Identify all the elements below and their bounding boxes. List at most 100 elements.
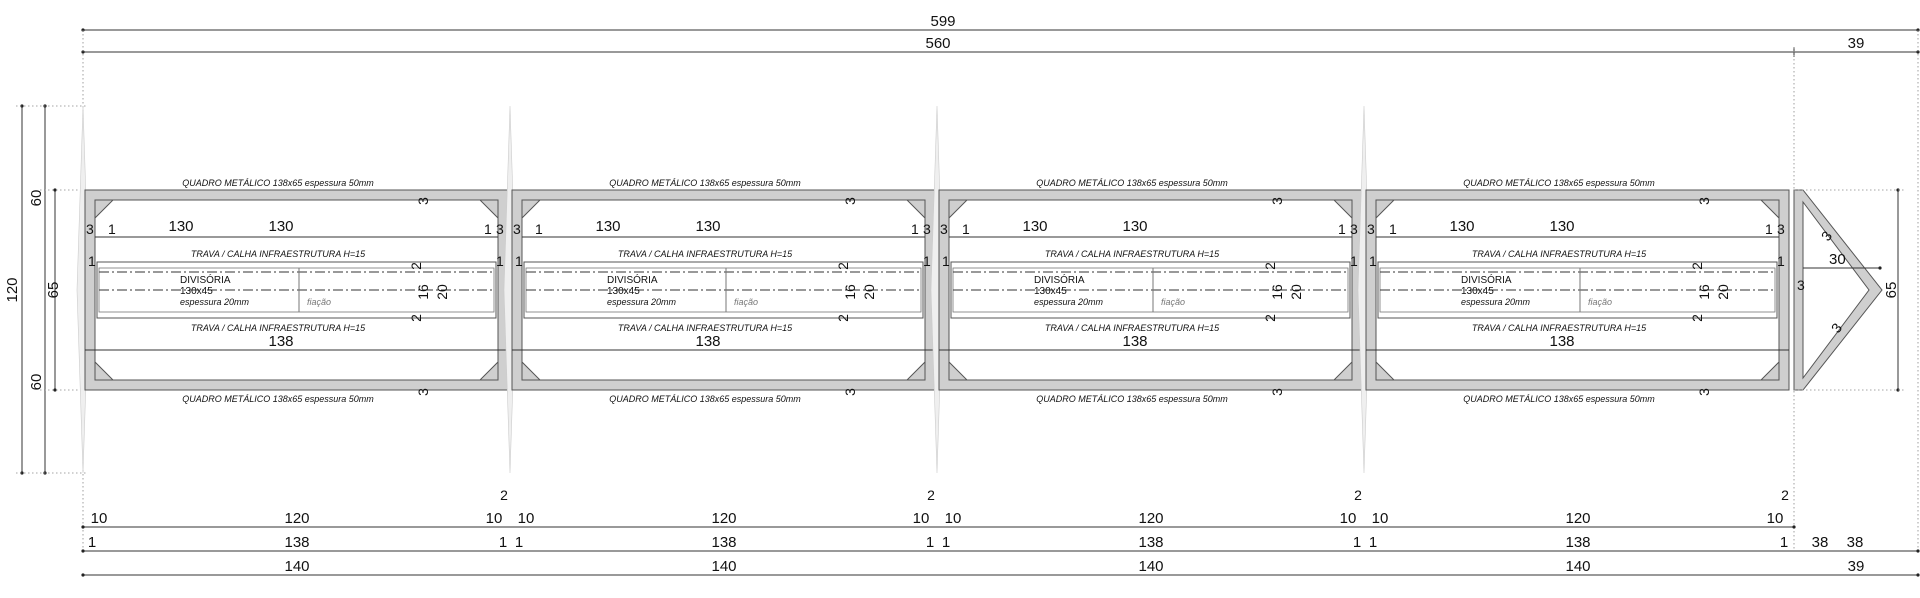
left-dimensions: 60 120 65 60 [4,104,88,475]
rail-label-bottom: TRAVA / CALHA INFRAESTRUTURA H=15 [1472,323,1647,333]
gusset [94,360,115,381]
outer-height: 20 [1288,284,1304,300]
modules: QUADRO METÁLICO 138x65 espessura 50mmQUA… [76,105,1790,474]
rail-label-top: TRAVA / CALHA INFRAESTRUTURA H=15 [1472,249,1647,259]
wall-bottom: 3 [842,388,858,396]
row3-mid: 140 [1138,558,1163,575]
gap-right: 1 [484,221,492,237]
row2-mid: 138 [711,534,736,551]
gap-rail-right: 1 [1777,253,1785,269]
gusset [1759,360,1780,381]
partition-title: DIVISÓRIA [1461,273,1512,286]
rail-label-bottom: TRAVA / CALHA INFRAESTRUTURA H=15 [1045,323,1220,333]
inner-height: 16 [1269,284,1285,300]
frame-label-bottom: QUADRO METÁLICO 138x65 espessura 50mm [609,394,801,404]
partition-title: DIVISÓRIA [607,273,658,286]
arrow-tip: 30 3 3 3 65 [1793,188,1905,392]
rail-label-top: TRAVA / CALHA INFRAESTRUTURA H=15 [1045,249,1220,259]
rail-bottom: 2 [1262,314,1278,322]
row1-side-right: 10 [1340,510,1357,527]
wall-left: 3 [86,221,94,237]
partition-thickness: espessura 20mm [1034,297,1104,307]
inner-width: 130 [1449,218,1474,235]
row1-joint: 2 [1781,487,1789,503]
rail-top: 2 [1689,262,1705,270]
outer-height: 20 [861,284,877,300]
gap-left: 1 [108,221,116,237]
gap-rail-left: 1 [515,253,523,269]
rail-bottom: 2 [835,314,851,322]
row1-mid: 120 [1565,510,1590,527]
inner-height: 16 [1696,284,1712,300]
module-4: QUADRO METÁLICO 138x65 espessura 50mmQUA… [1357,105,1790,474]
frame-label-top: QUADRO METÁLICO 138x65 espessura 50mm [1036,178,1228,188]
partition-title: DIVISÓRIA [180,273,231,286]
inner-height: 16 [415,284,431,300]
gap-rail-left: 1 [1369,253,1377,269]
rail-top: 2 [408,262,424,270]
inner-width: 130 [695,218,720,235]
wall-right: 3 [496,221,504,237]
frame-label-bottom: QUADRO METÁLICO 138x65 espessura 50mm [1036,394,1228,404]
gap-rail-left: 1 [942,253,950,269]
overall-main: 560 [925,35,950,52]
wall-bottom: 3 [1696,388,1712,396]
module-1: QUADRO METÁLICO 138x65 espessura 50mmQUA… [76,105,509,474]
row1-joint: 2 [500,487,508,503]
gap-left: 1 [535,221,543,237]
partition-size: 130x45 [180,286,213,297]
wall-top: 3 [1269,197,1285,205]
gusset [1375,199,1396,220]
wall-right: 3 [1350,221,1358,237]
gap-rail-right: 1 [923,253,931,269]
row2-mid: 138 [284,534,309,551]
wall-right: 3 [923,221,931,237]
left-mid: 65 [45,282,62,299]
gusset [905,360,926,381]
gap-right: 1 [911,221,919,237]
gusset [521,360,542,381]
row1-side-left: 10 [945,510,962,527]
wall-left: 3 [513,221,521,237]
row3-mid: 140 [284,558,309,575]
row1-side-left: 10 [518,510,535,527]
row2-edge-left: 1 [1369,534,1377,551]
row2-edge-left: 1 [88,534,96,551]
wall-left: 3 [940,221,948,237]
row1-side-left: 10 [1372,510,1389,527]
inner-width: 130 [1122,218,1147,235]
row2-edge-right: 1 [1353,534,1361,551]
row2-edge-left: 1 [515,534,523,551]
partition-title: DIVISÓRIA [1034,273,1085,286]
gusset [1332,199,1353,220]
module-2: QUADRO METÁLICO 138x65 espessura 50mmQUA… [503,105,936,474]
row2-edge-left: 1 [942,534,950,551]
row3-tip: 39 [1848,558,1865,575]
inner-width: 130 [595,218,620,235]
partition-size: 130x45 [1034,286,1067,297]
overall-total: 599 [930,13,955,30]
wiring-label: fiação [1588,297,1612,307]
gusset [948,360,969,381]
rail-label-top: TRAVA / CALHA INFRAESTRUTURA H=15 [618,249,793,259]
outer-width: 138 [695,333,720,350]
wall-bottom: 3 [1269,388,1285,396]
row1-mid: 120 [711,510,736,527]
partition-thickness: espessura 20mm [180,297,250,307]
row1-mid: 120 [284,510,309,527]
rail-top: 2 [835,262,851,270]
outer-width: 138 [1122,333,1147,350]
inner-width: 130 [168,218,193,235]
frame-label-top: QUADRO METÁLICO 138x65 espessura 50mm [609,178,801,188]
rail-label-bottom: TRAVA / CALHA INFRAESTRUTURA H=15 [191,323,366,333]
partition-thickness: espessura 20mm [1461,297,1531,307]
gap-right: 1 [1338,221,1346,237]
gap-left: 1 [1389,221,1397,237]
rail-label-bottom: TRAVA / CALHA INFRAESTRUTURA H=15 [618,323,793,333]
wall-top: 3 [415,197,431,205]
left-bottom: 60 [28,374,45,391]
gusset [521,199,542,220]
overall-tip: 39 [1848,35,1865,52]
